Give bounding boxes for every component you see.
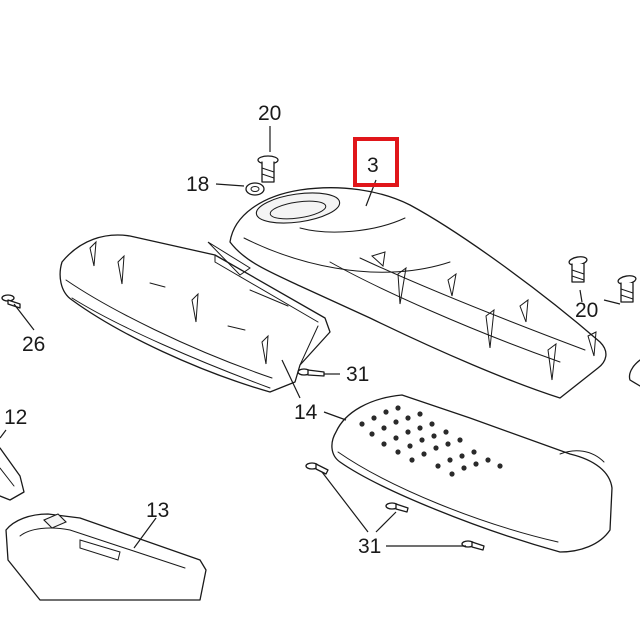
callout-20-right: 20: [575, 299, 598, 322]
perforation-pattern: [359, 405, 503, 477]
callout-18: 18: [186, 173, 209, 196]
screw-31-b[interactable]: [385, 502, 409, 513]
highlight-box: [353, 137, 399, 187]
callout-31-mid: 31: [346, 363, 369, 386]
part-14-right-cover[interactable]: [331, 394, 613, 553]
callout-31-bottom: 31: [358, 535, 381, 558]
edge-fragment-right: [628, 359, 640, 387]
part-13-tray[interactable]: [5, 513, 207, 601]
bolt-20-right-b[interactable]: [617, 274, 637, 303]
screw-31-c[interactable]: [461, 540, 485, 551]
screw-31-mid[interactable]: [297, 368, 325, 377]
part-12-fragment[interactable]: [0, 447, 25, 501]
callout-3: 3: [367, 154, 379, 177]
screw-31-a[interactable]: [305, 462, 329, 475]
bolt-20-right-a[interactable]: [568, 255, 588, 283]
part-14-left-cover[interactable]: [59, 234, 331, 393]
callout-20-top: 20: [258, 102, 281, 125]
callout-26: 26: [22, 333, 45, 356]
bolt-20-top[interactable]: [257, 155, 279, 183]
screw-26[interactable]: [1, 294, 21, 309]
shell-opening: [255, 192, 341, 224]
washer-18[interactable]: [245, 182, 265, 196]
part-3-main-shell[interactable]: [207, 187, 607, 399]
callout-13: 13: [146, 499, 169, 522]
callout-14: 14: [294, 401, 318, 424]
callout-12: 12: [4, 406, 27, 429]
